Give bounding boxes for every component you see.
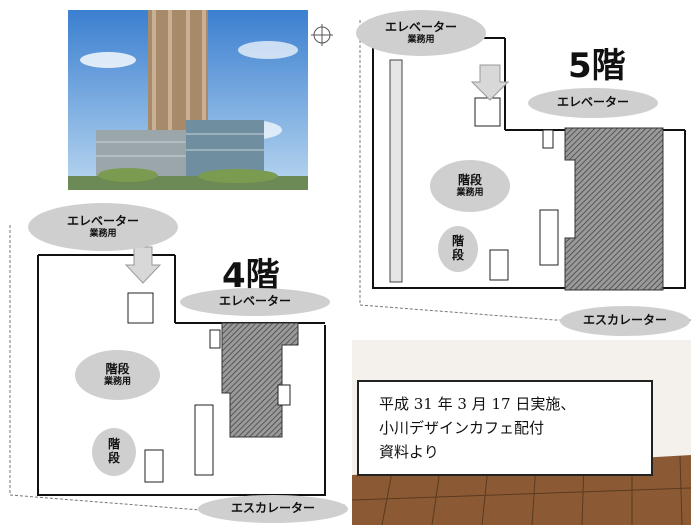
floor4-stairs-main: 階 段 <box>107 437 120 465</box>
floor4-elevator-staff-sub: 業務用 <box>89 228 117 239</box>
floor4-stairs-label: 階 段 <box>92 428 136 476</box>
floor4-escalator-main: エスカレーター <box>230 501 315 516</box>
floor5-stairs-staff-label: 階段 業務用 <box>430 160 510 212</box>
floor4-elevator-staff-main: エレベーター <box>66 213 139 228</box>
floor5-elevator-staff-label: エレベーター 業務用 <box>356 10 486 56</box>
floor5-title: 5階 <box>568 46 626 86</box>
floor5-escalator-label: エスカレーター <box>560 306 690 336</box>
floor5-elevator-label: エレベーター <box>528 88 658 118</box>
floor5-elevator-staff-main: エレベーター <box>384 19 457 34</box>
caption-line-2: 小川デザインカフェ配付 <box>379 419 545 437</box>
caption-line-3: 資料より <box>379 443 439 461</box>
floor4-elevator-staff-label: エレベーター 業務用 <box>28 203 178 251</box>
caption-line-1: 平成 31 年 3 月 17 日実施、 <box>379 395 576 413</box>
source-caption: 平成 31 年 3 月 17 日実施、 小川デザインカフェ配付 資料より <box>357 380 653 476</box>
floor4-stairs-staff-label: 階段 業務用 <box>75 350 160 400</box>
floor5-elevator-staff-sub: 業務用 <box>407 34 435 45</box>
floor5-stairs-main: 階 段 <box>451 234 464 262</box>
floor4-plan <box>9 225 346 511</box>
floor5-escalator-main: エスカレーター <box>582 313 667 328</box>
floor4-elevator-label: エレベーター <box>180 288 330 316</box>
compass-icon <box>311 24 333 46</box>
floor4-stairs-staff-main: 階段 <box>105 361 130 376</box>
building-photo <box>68 10 308 190</box>
floor5-stairs-staff-sub: 業務用 <box>456 187 484 198</box>
floor5-stairs-staff-main: 階段 <box>457 172 482 187</box>
floor5-elevator-main: エレベーター <box>556 95 629 110</box>
floor5-stairs-label: 階 段 <box>438 226 478 272</box>
floor4-escalator-label: エスカレーター <box>198 495 348 523</box>
floor4-elevator-main: エレベーター <box>218 294 291 309</box>
floor4-stairs-staff-sub: 業務用 <box>103 376 131 387</box>
